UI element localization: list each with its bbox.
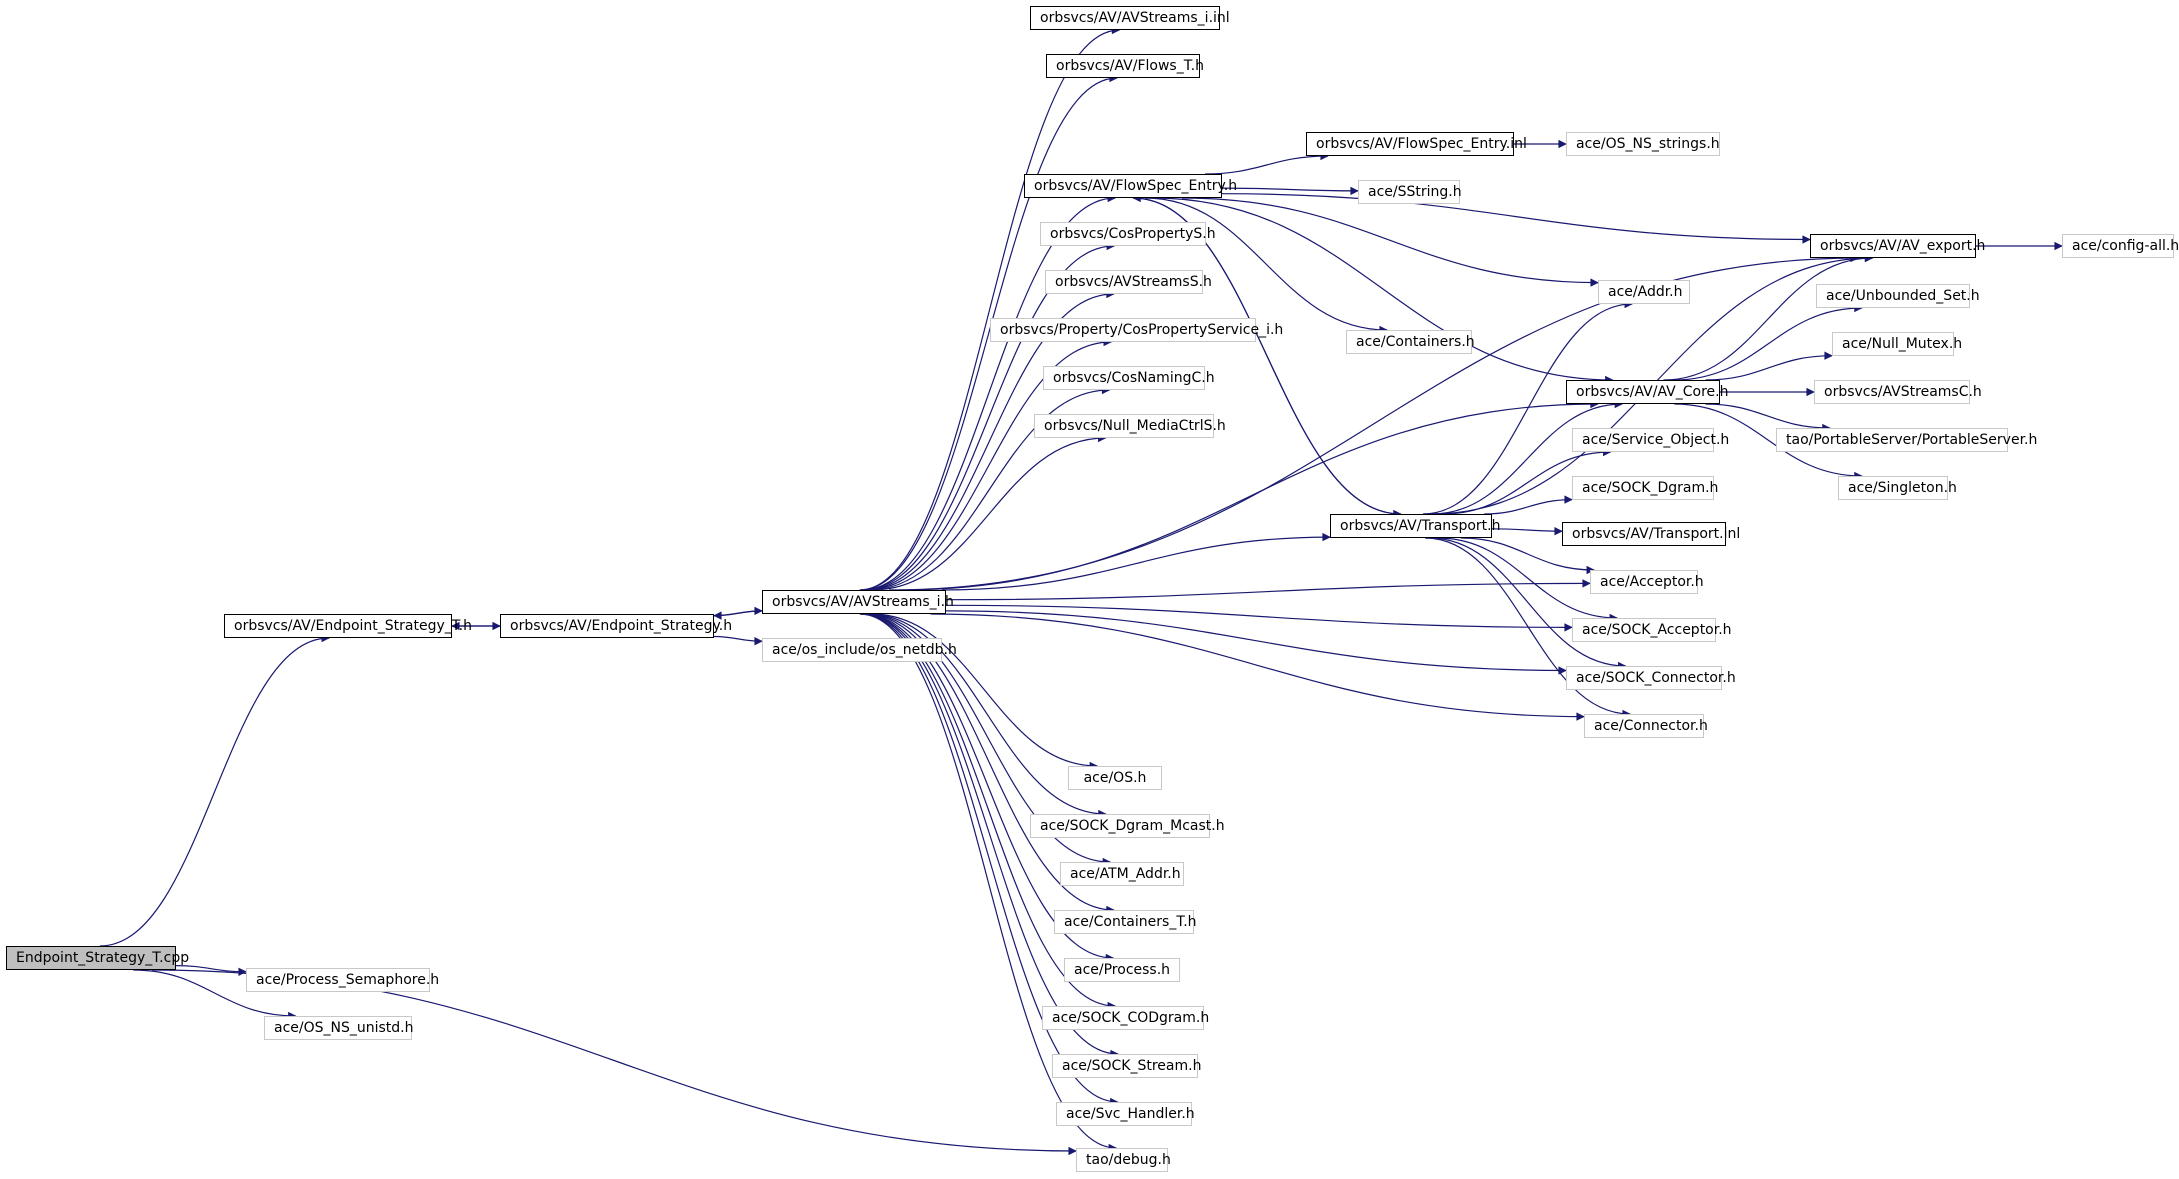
node-sock-acceptor-h[interactable]: ace/SOCK_Acceptor.h xyxy=(1572,618,1732,642)
edge-transport_h-to-flowspec_entry_h xyxy=(1132,193,1401,515)
node-null-mutex-h[interactable]: ace/Null_Mutex.h xyxy=(1832,332,1962,356)
edge-flowspec_entry_h-to-flowspec_entry_inl xyxy=(1204,151,1329,175)
edge-avstreams_i_h-to-acceptor_h xyxy=(945,579,1591,601)
node-flowspec-entry-h[interactable]: orbsvcs/AV/FlowSpec_Entry.h xyxy=(1024,174,1237,198)
node-process-semaphore-h[interactable]: ace/Process_Semaphore.h xyxy=(246,968,439,992)
edge-flowspec_entry_h-to-sstring_h xyxy=(1221,186,1359,196)
node-connector-h[interactable]: ace/Connector.h xyxy=(1584,714,1708,738)
node-debug-h[interactable]: tao/debug.h xyxy=(1076,1148,1171,1172)
node-os-h[interactable]: ace/OS.h xyxy=(1068,766,1162,790)
node-av-export-h[interactable]: orbsvcs/AV/AV_export.h xyxy=(1810,234,1985,258)
edge-transport_h-to-sock_dgram_h xyxy=(1484,495,1573,515)
edge-transport_h-to-av_core_h xyxy=(1431,399,1624,515)
edge-av_core_h-to-unbounded_set_h xyxy=(1674,303,1863,381)
node-sock-dgram-mcast-h[interactable]: ace/SOCK_Dgram_Mcast.h xyxy=(1030,814,1225,838)
node-endpoint-strategy-h[interactable]: orbsvcs/AV/Endpoint_Strategy.h xyxy=(500,614,732,638)
edge-transport_h-to-addr_h xyxy=(1422,299,1633,515)
edge-av_core_h-to-portableserver_h xyxy=(1705,403,1831,433)
node-transport-inl[interactable]: orbsvcs/AV/Transport.inl xyxy=(1562,522,1740,546)
node-sock-dgram-h[interactable]: ace/SOCK_Dgram.h xyxy=(1572,476,1718,500)
node-containers-t-h[interactable]: ace/Containers_T.h xyxy=(1054,910,1197,934)
node-av-core-h[interactable]: orbsvcs/AV/AV_Core.h xyxy=(1566,380,1728,404)
edge-avstreams_i_h-to-transport_h xyxy=(941,532,1331,591)
edge-flowspec_entry_h-to-addr_h xyxy=(1181,197,1599,287)
node-config-all-h[interactable]: ace/config-all.h xyxy=(2062,234,2179,258)
node-avstreamss-h[interactable]: orbsvcs/AVStreamsS.h xyxy=(1045,270,1212,294)
edge-avstreams_i_h-to-connector_h xyxy=(930,613,1585,721)
edge-avstreams_i_h-to-endpoint_strategy_h xyxy=(713,610,763,620)
node-atm-addr-h[interactable]: ace/ATM_Addr.h xyxy=(1060,862,1184,886)
edge-transport_h-to-sock_acceptor_h xyxy=(1437,537,1618,623)
edge-avstreams_i_h-to-cospropertys_h xyxy=(862,241,1116,591)
edge-avstreams_i_h-to-atm_addr_h xyxy=(865,613,1112,867)
edge-avstreams_i_h-to-av_core_h xyxy=(899,399,1599,591)
edge-avstreams_i_h-to-flowspec_entry_h xyxy=(861,193,1117,591)
node-svc-handler-h[interactable]: ace/Svc_Handler.h xyxy=(1056,1102,1195,1126)
edge-avstreams_i_h-to-null_mediactrls_h xyxy=(872,433,1107,591)
node-sock-stream-h[interactable]: ace/SOCK_Stream.h xyxy=(1052,1054,1201,1078)
node-transport-h[interactable]: orbsvcs/AV/Transport.h xyxy=(1330,514,1501,538)
edge-av_core_h-to-av_export_h xyxy=(1663,253,1874,381)
node-os-ns-strings-h[interactable]: ace/OS_NS_strings.h xyxy=(1566,132,1720,156)
edge-avstreams_i_h-to-process_h xyxy=(862,613,1115,963)
edge-avstreams_i_h-to-cosnamingc_h xyxy=(868,385,1111,591)
edge-avstreams_i_h-to-cospropertyservice_i_h xyxy=(865,337,1112,591)
edge-endpoint_strategy_t_cpp-to-os_ns_unistd_h xyxy=(133,969,297,1021)
node-cospropertyservice-i-h[interactable]: orbsvcs/Property/CosPropertyService_i.h xyxy=(990,318,1283,342)
node-service-object-h[interactable]: ace/Service_Object.h xyxy=(1572,428,1729,452)
node-process-h[interactable]: ace/Process.h xyxy=(1064,958,1180,982)
node-cospropertys-h[interactable]: orbsvcs/CosPropertyS.h xyxy=(1040,222,1216,246)
edge-av_core_h-to-null_mutex_h xyxy=(1705,351,1833,381)
edge-avstreams_i_h-to-sock_codgram_h xyxy=(861,613,1117,1011)
edge-transport_h-to-service_object_h xyxy=(1443,447,1612,515)
node-avstreamsc-h[interactable]: orbsvcs/AVStreamsC.h xyxy=(1814,380,1982,404)
edge-endpoint_strategy_t_cpp-to-process_semaphore_h xyxy=(175,965,247,976)
edge-avstreams_i_h-to-avstreams_i_inl xyxy=(859,25,1121,591)
edge-flowspec_entry_h-to-av_core_h xyxy=(1153,197,1614,385)
edge-transport_h-to-acceptor_h xyxy=(1460,537,1595,575)
edge-flowspec_entry_h-to-av_export_h xyxy=(1221,193,1811,244)
node-sock-connector-h[interactable]: ace/SOCK_Connector.h xyxy=(1566,666,1736,690)
node-null-mediactrls-h[interactable]: orbsvcs/Null_MediaCtrlS.h xyxy=(1034,414,1226,438)
node-sstring-h[interactable]: ace/SString.h xyxy=(1358,180,1462,204)
edge-transport_h-to-connector_h xyxy=(1424,537,1631,719)
node-acceptor-h[interactable]: ace/Acceptor.h xyxy=(1590,570,1704,594)
edge-avstreams_i_h-to-sock_acceptor_h xyxy=(945,604,1573,632)
node-singleton-h[interactable]: ace/Singleton.h xyxy=(1838,476,1957,500)
edge-endpoint_strategy_t_cpp-to-debug_h xyxy=(152,969,1077,1156)
edge-av_core_h-to-singleton_h xyxy=(1674,403,1863,481)
node-flows-t-h[interactable]: orbsvcs/AV/Flows_T.h xyxy=(1046,54,1204,78)
node-endpoint-strategy-t-h[interactable]: orbsvcs/AV/Endpoint_Strategy_T.h xyxy=(224,614,472,638)
edge-transport_h-to-transport_inl xyxy=(1491,526,1563,536)
edge-avstreams_i_h-to-sock_connector_h xyxy=(945,610,1567,675)
node-os-ns-unistd-h[interactable]: ace/OS_NS_unistd.h xyxy=(264,1016,414,1040)
node-flowspec-entry-inl[interactable]: orbsvcs/AV/FlowSpec_Entry.inl xyxy=(1306,132,1527,156)
edge-avstreams_i_h-to-os_h xyxy=(871,613,1099,771)
edge-transport_h-to-sock_connector_h xyxy=(1429,537,1627,671)
edge-avstreams_i_h-to-avstreamss_h xyxy=(864,289,1115,591)
edge-avstreams_i_h-to-containers_t_h xyxy=(864,613,1115,915)
node-avstreams-i-h[interactable]: orbsvcs/AV/AVStreams_i.h xyxy=(762,590,954,614)
node-cosnamingc-h[interactable]: orbsvcs/CosNamingC.h xyxy=(1043,366,1215,390)
edge-endpoint_strategy_h-to-os_netdb_h xyxy=(713,635,763,646)
node-addr-h[interactable]: ace/Addr.h xyxy=(1598,280,1690,304)
node-sock-codgram-h[interactable]: ace/SOCK_CODgram.h xyxy=(1042,1006,1209,1030)
node-portableserver-h[interactable]: tao/PortableServer/PortableServer.h xyxy=(1776,428,2037,452)
edge-endpoint_strategy_t_cpp-to-endpoint_strategy_t_h xyxy=(99,633,330,947)
node-os-netdb-h[interactable]: ace/os_include/os_netdb.h xyxy=(762,638,957,662)
node-avstreams-i-inl[interactable]: orbsvcs/AV/AVStreams_i.inl xyxy=(1030,6,1230,30)
edge-avstreams_i_h-to-flows_t_h xyxy=(859,73,1118,591)
edge-avstreams_i_h-to-sock_dgram_mcast_h xyxy=(868,613,1107,819)
node-endpoint-strategy-t-cpp[interactable]: Endpoint_Strategy_T.cpp xyxy=(6,946,189,970)
edge-flowspec_entry_h-to-containers_h xyxy=(1144,197,1388,335)
node-containers-h[interactable]: ace/Containers.h xyxy=(1346,330,1475,354)
node-unbounded-set-h[interactable]: ace/Unbounded_Set.h xyxy=(1816,284,1980,308)
